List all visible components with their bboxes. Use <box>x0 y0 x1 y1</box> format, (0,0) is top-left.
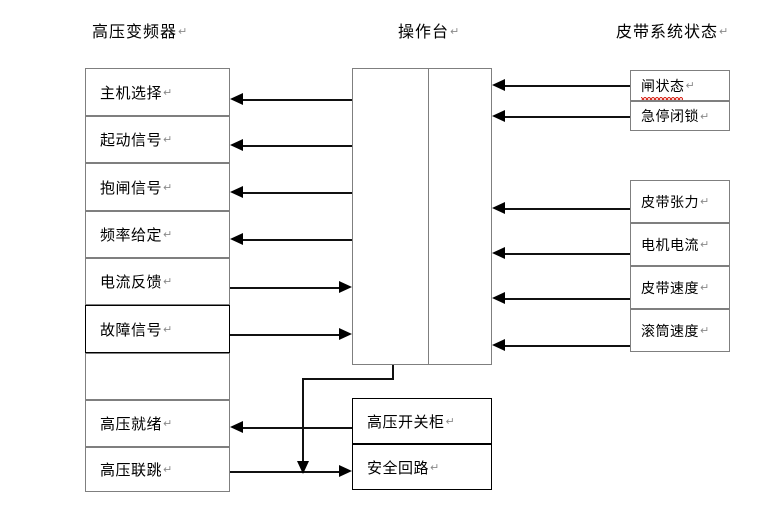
connector-safety-loop-line <box>230 471 339 473</box>
connector-estop-interlock-line <box>505 116 630 118</box>
pilcrow-mark: ↵ <box>163 133 173 146</box>
title-left-text: 高压变频器 <box>92 22 178 41</box>
connector-hv-ready-arrow <box>230 421 243 433</box>
left-row-label: 频率给定 <box>100 226 163 244</box>
left-row-frequency-setpoint[interactable]: 频率给定↵ <box>85 211 230 258</box>
left-row-fault-signal[interactable]: 故障信号↵ <box>85 305 230 353</box>
connector-motor-current-line <box>505 253 630 255</box>
center-block-console[interactable] <box>352 68 492 365</box>
connector-current-feedback-arrow <box>339 281 352 293</box>
connector-console-down-arrow <box>297 461 309 474</box>
connector-belt-speed-arrow <box>492 292 505 304</box>
right-row-belt-speed[interactable]: 皮带速度↵ <box>630 266 730 309</box>
connector-hv-ready-line <box>243 427 352 429</box>
right-row-label: 电机电流 <box>641 237 699 254</box>
left-row-start-signal[interactable]: 起动信号↵ <box>85 116 230 163</box>
connector-drum-speed-arrow <box>492 339 505 351</box>
pilcrow-mark: ↵ <box>719 25 730 38</box>
connector-gate-state-line <box>505 85 630 87</box>
pilcrow-mark: ↵ <box>178 25 189 38</box>
left-row-label: 抱闸信号 <box>100 178 163 197</box>
right-row-label: 急停闭锁 <box>641 109 699 125</box>
pilcrow-mark: ↵ <box>700 324 710 337</box>
connector-brake-signal-arrow <box>230 186 243 198</box>
left-row-label: 高压就绪 <box>100 415 163 433</box>
left-row-label: 起动信号 <box>100 131 163 149</box>
left-row-label: 高压联跳 <box>100 461 163 479</box>
connector-console-down-run <box>302 378 304 462</box>
connector-safety-loop-arrow <box>339 465 352 477</box>
left-row-hv-ready[interactable]: 高压就绪↵ <box>85 400 230 447</box>
left-row-hv-trip[interactable]: 高压联跳↵ <box>85 447 230 492</box>
title-center: 操作台↵ <box>398 24 460 40</box>
pilcrow-mark: ↵ <box>700 195 710 208</box>
pilcrow-mark: ↵ <box>163 322 173 336</box>
connector-fault-signal-line <box>230 334 339 336</box>
connector-fault-signal-arrow <box>339 328 352 340</box>
right-row-belt-tension[interactable]: 皮带张力↵ <box>630 180 730 223</box>
bottom-row-safety-loop[interactable]: 安全回路↵ <box>352 444 492 490</box>
pilcrow-mark: ↵ <box>700 238 710 251</box>
title-left: 高压变频器↵ <box>92 24 188 40</box>
right-row-gate-state[interactable]: 闸状态↵ <box>630 70 730 101</box>
left-row-label: 主机选择 <box>100 83 163 102</box>
connector-start-signal-line <box>243 145 352 147</box>
pilcrow-mark: ↵ <box>163 463 173 476</box>
pilcrow-mark: ↵ <box>163 180 173 194</box>
left-row-host-select[interactable]: 主机选择↵ <box>85 68 230 116</box>
left-row-label: 故障信号 <box>100 320 163 339</box>
title-center-text: 操作台 <box>398 22 450 41</box>
connector-drum-speed-line <box>505 345 630 347</box>
right-row-label: 皮带速度 <box>641 280 699 297</box>
connector-gate-state-arrow <box>492 79 505 91</box>
title-right: 皮带系统状态↵ <box>616 24 729 40</box>
connector-estop-interlock-arrow <box>492 110 505 122</box>
connector-console-left-run <box>302 378 394 380</box>
connector-host-select-line <box>243 99 352 101</box>
connector-current-feedback-line <box>230 287 339 289</box>
right-row-label: 滚筒速度 <box>641 323 699 340</box>
connector-belt-speed-line <box>505 298 630 300</box>
pilcrow-mark: ↵ <box>445 414 456 428</box>
right-row-label: 皮带张力 <box>641 194 699 211</box>
connector-host-select-arrow <box>230 93 243 105</box>
bottom-row-label: 安全回路 <box>367 458 430 477</box>
console-inner-divider <box>428 69 429 364</box>
pilcrow-mark: ↵ <box>685 79 696 92</box>
title-right-text: 皮带系统状态 <box>616 22 719 41</box>
pilcrow-mark: ↵ <box>430 460 440 474</box>
left-row-label: 电流反馈 <box>100 273 163 291</box>
connector-belt-tension-line <box>505 208 630 210</box>
right-row-label: 闸状态 <box>641 78 685 95</box>
pilcrow-mark: ↵ <box>163 417 173 430</box>
connector-motor-current-arrow <box>492 247 505 259</box>
right-row-motor-current[interactable]: 电机电流↵ <box>630 223 730 266</box>
left-row-empty <box>85 353 230 400</box>
left-row-brake-signal[interactable]: 抱闸信号↵ <box>85 163 230 211</box>
pilcrow-mark: ↵ <box>700 281 710 294</box>
right-row-estop-interlock[interactable]: 急停闭锁↵ <box>630 101 730 131</box>
pilcrow-mark: ↵ <box>700 109 710 123</box>
connector-console-down-stub <box>392 365 394 379</box>
spellcheck-underline <box>641 97 683 100</box>
bottom-row-label: 高压开关柜 <box>367 412 445 431</box>
bottom-row-hv-switchgear[interactable]: 高压开关柜↵ <box>352 398 492 444</box>
pilcrow-mark: ↵ <box>450 25 461 38</box>
connector-start-signal-arrow <box>230 139 243 151</box>
connector-frequency-setpoint-line <box>243 239 352 241</box>
pilcrow-mark: ↵ <box>163 85 173 99</box>
connector-frequency-setpoint-arrow <box>230 233 243 245</box>
pilcrow-mark: ↵ <box>163 228 173 241</box>
connector-brake-signal-line <box>243 192 352 194</box>
right-row-drum-speed[interactable]: 滚筒速度↵ <box>630 309 730 352</box>
left-row-current-feedback[interactable]: 电流反馈↵ <box>85 258 230 305</box>
connector-belt-tension-arrow <box>492 202 505 214</box>
pilcrow-mark: ↵ <box>163 275 173 288</box>
